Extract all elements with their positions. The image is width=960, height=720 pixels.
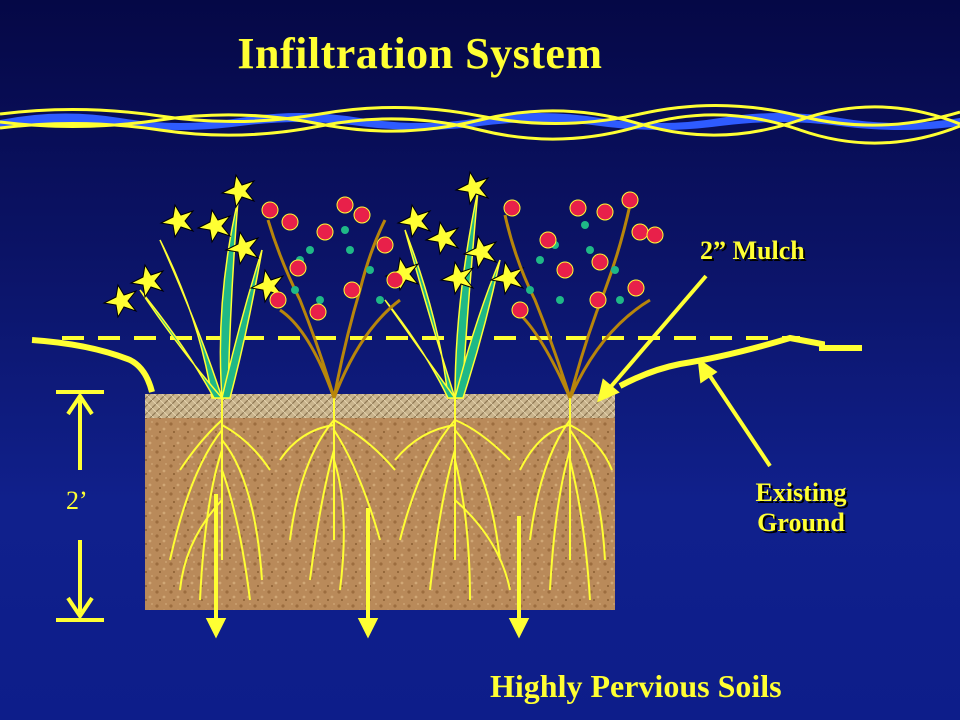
depth-label: 2’ (66, 486, 88, 515)
iris-plant-center (384, 170, 525, 399)
mulch-label: 2” Mulch (700, 236, 805, 265)
existing-ground-label-line1: Existing (755, 478, 847, 507)
mulch-pointer-arrow (597, 274, 708, 403)
ground-line-left (31, 337, 155, 393)
slide-title: Infiltration System (237, 29, 603, 78)
plant-roots (169, 398, 613, 601)
flowering-shrub-left (261, 196, 404, 399)
wave-band (0, 103, 960, 145)
existing-ground-label: Existing Ground (738, 478, 864, 538)
flowering-shrub-right (503, 191, 664, 399)
iris-plant-left (102, 173, 285, 399)
depth-dimension (56, 390, 104, 622)
ground-line-right (618, 334, 862, 389)
ground-pointer-arrow (697, 357, 772, 468)
soil-box (145, 418, 615, 610)
existing-ground-label-line2: Ground (757, 508, 845, 537)
soils-label: Highly Pervious Soils (490, 668, 782, 704)
infiltration-arrows (205, 494, 530, 639)
